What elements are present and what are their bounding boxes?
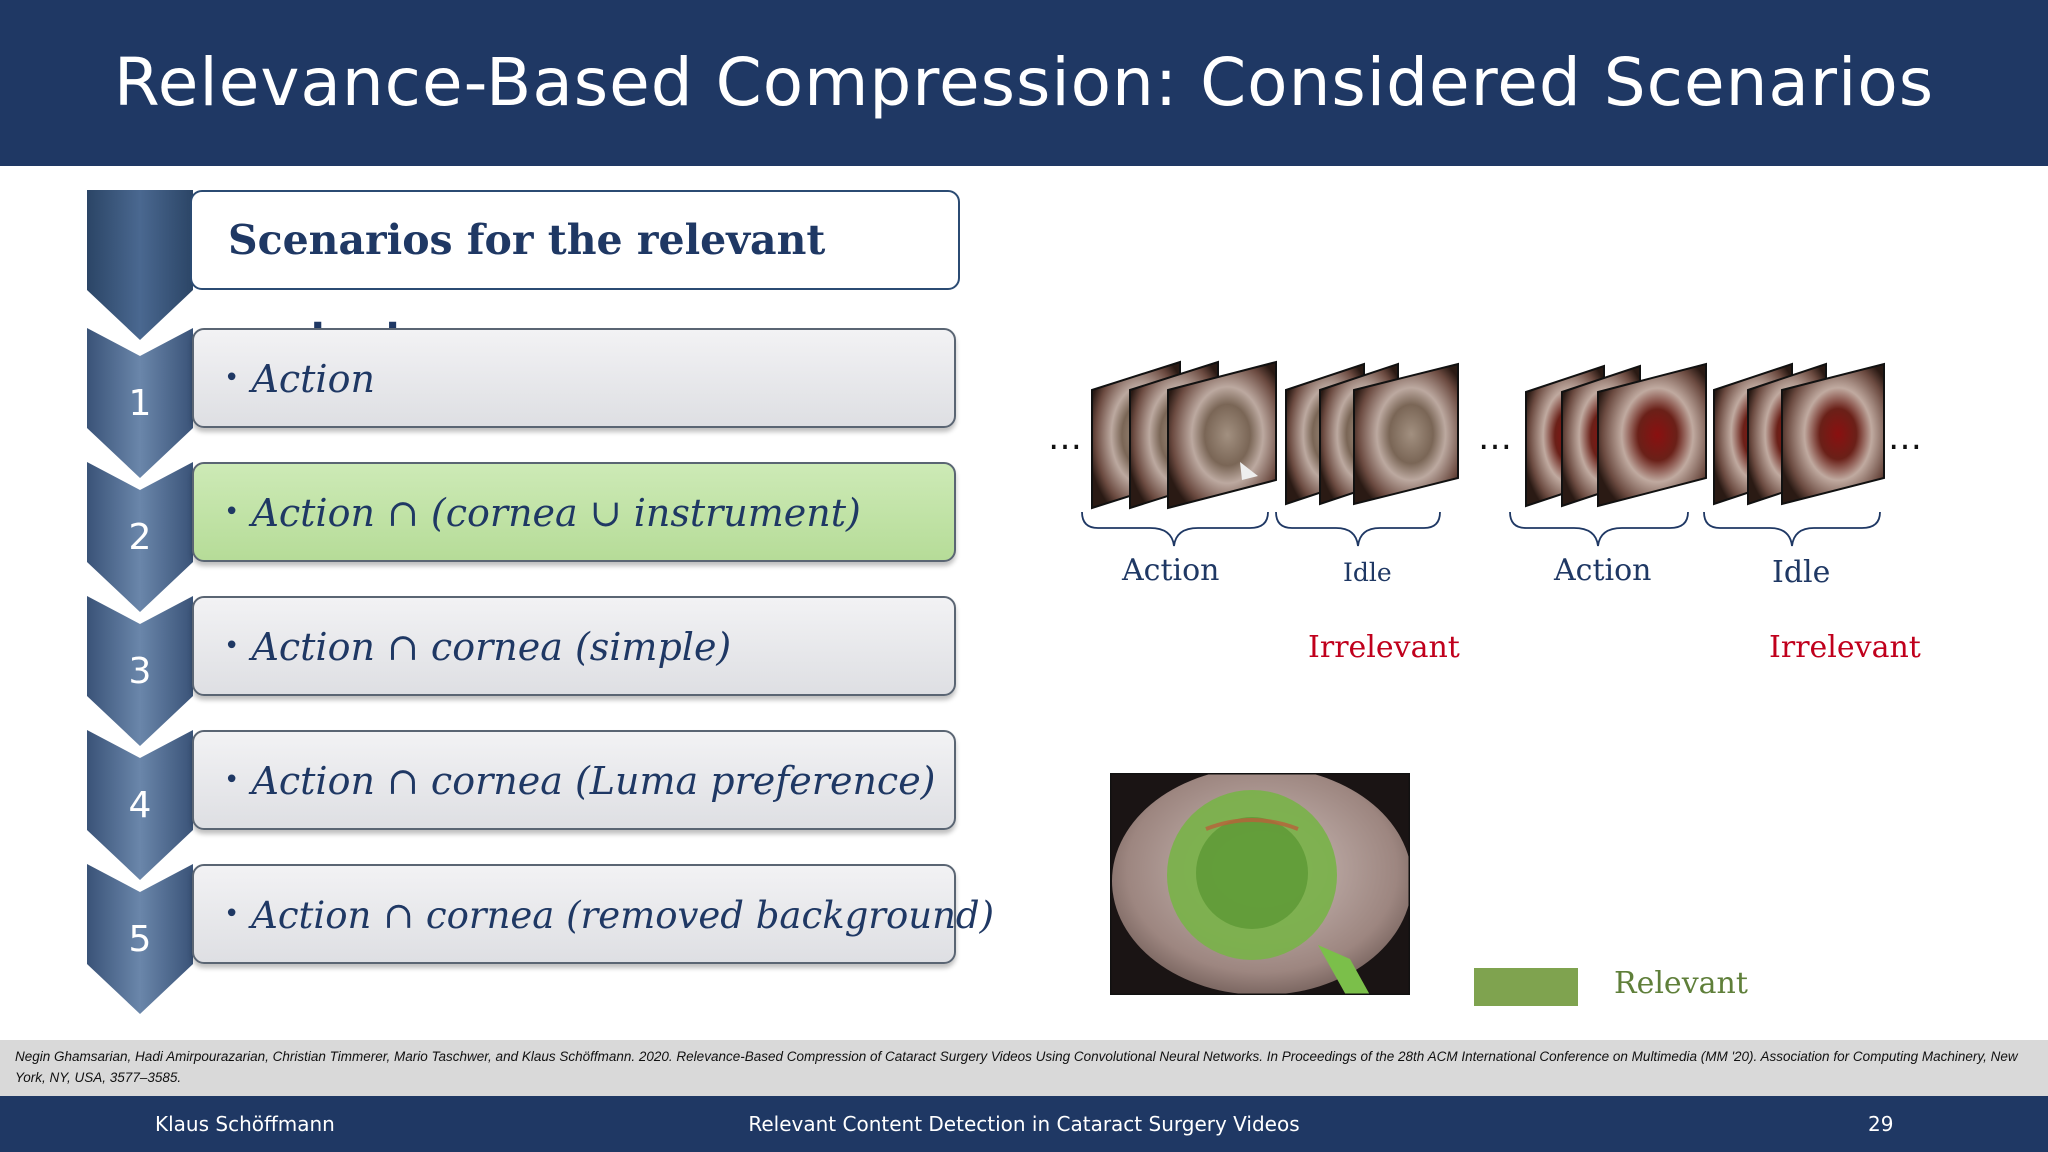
frame-group-idle-1 [1285, 362, 1459, 506]
step-2-text: • Action ∩ (cornea ∪ instrument) [224, 491, 861, 535]
reference-bar [0, 1040, 2048, 1096]
ellipsis-left: … [1048, 418, 1082, 458]
relevant-legend-label: Relevant [1614, 966, 1748, 1001]
step-1-box: • Action [192, 328, 956, 428]
frame-group-idle-2 [1713, 362, 1885, 506]
segmentation-example-image [1110, 773, 1410, 995]
step-5-text: • Action ∩ cornea (removed background) [224, 894, 995, 937]
step-4-chevron-icon [87, 730, 193, 880]
bullet-icon: • [224, 899, 240, 929]
step-3-chevron-icon [87, 596, 193, 746]
step-2-box-highlighted: • Action ∩ (cornea ∪ instrument) [192, 462, 956, 562]
bullet-icon: • [224, 765, 240, 795]
slide-title: Relevance-Based Compression: Considered … [113, 44, 1935, 121]
frame-sequence-diagram [1081, 360, 1885, 547]
ellipsis-middle: … [1478, 418, 1512, 458]
bullet-icon: • [224, 631, 240, 661]
step-2-chevron-icon [87, 462, 193, 612]
label-action-1: Action [1122, 553, 1220, 588]
step-1-text: • Action [224, 357, 375, 401]
step-4-number: 4 [128, 785, 152, 826]
label-idle-1: Idle [1343, 558, 1392, 587]
frame-group-action-1 [1091, 360, 1277, 510]
title-bar [0, 0, 2048, 166]
heading-chevron-icon [87, 190, 193, 340]
step-4-box: • Action ∩ cornea (Luma preference) [192, 730, 956, 830]
bullet-icon: • [224, 363, 240, 393]
scenarios-heading: Scenarios for the relevant content [228, 216, 826, 360]
step-1-chevron-icon [87, 328, 193, 478]
step-5-chevron-icon [87, 864, 193, 1014]
scenarios-heading-box: Scenarios for the relevant content [190, 190, 960, 360]
ellipsis-right: … [1888, 418, 1922, 458]
step-5-box: • Action ∩ cornea (removed background) [192, 864, 994, 964]
footer-author: Klaus Schöffmann [155, 1112, 335, 1136]
reference-citation: Negin Ghamsarian, Hadi Amirpourazarian, … [15, 1049, 2018, 1085]
footer-talk-title: Relevant Content Detection in Cataract S… [748, 1112, 1300, 1136]
label-irrelevant-2: Irrelevant [1769, 630, 1921, 665]
frame-group-action-2 [1525, 362, 1707, 508]
label-idle-2: Idle [1772, 555, 1831, 590]
label-action-2: Action [1554, 553, 1652, 588]
step-1-number: 1 [128, 383, 152, 424]
step-3-number: 3 [128, 651, 152, 692]
step-3-box: • Action ∩ cornea (simple) [192, 596, 956, 696]
step-2-number: 2 [128, 517, 152, 558]
footer-page-number: 29 [1868, 1112, 1894, 1136]
step-5-number: 5 [128, 919, 152, 960]
brace-group [1081, 511, 1881, 547]
bullet-icon: • [224, 497, 240, 527]
label-irrelevant-1: Irrelevant [1308, 630, 1460, 665]
step-3-text: • Action ∩ cornea (simple) [224, 625, 732, 669]
footer-bar [0, 1096, 2048, 1152]
relevant-legend-swatch [1474, 968, 1578, 1006]
step-4-text: • Action ∩ cornea (Luma preference) [224, 759, 936, 803]
